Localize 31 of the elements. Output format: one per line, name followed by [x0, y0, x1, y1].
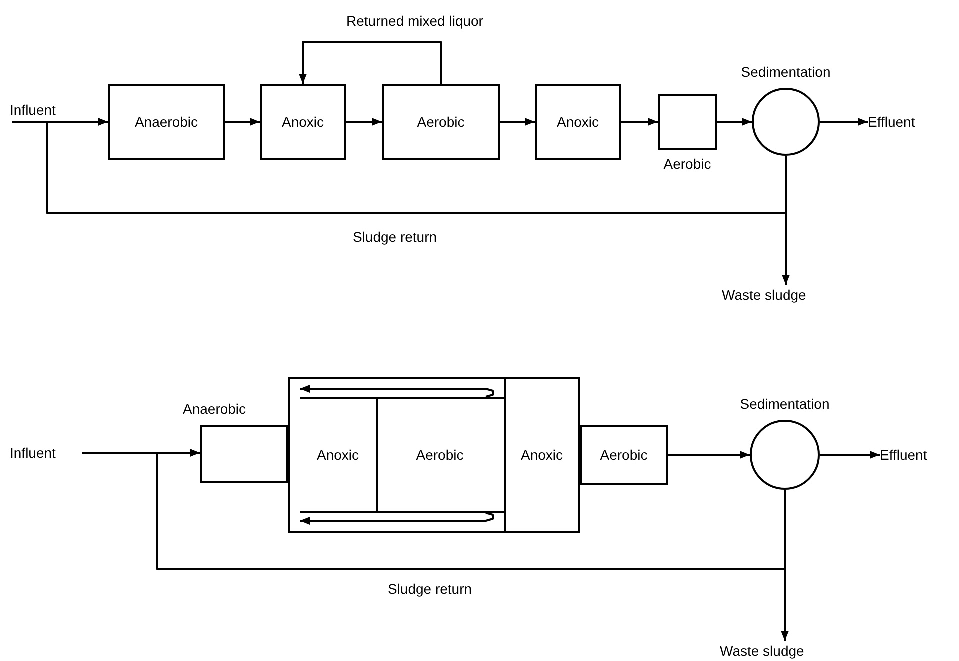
tank-label: Sedimentation	[740, 396, 830, 412]
stream-label: Effluent	[880, 445, 959, 465]
tank-label: Anaerobic	[183, 401, 246, 417]
tank-box: Aerobic	[382, 84, 500, 160]
flow-arrow	[299, 41, 442, 84]
flow-arrow	[225, 118, 260, 126]
flow-arrow	[156, 449, 786, 570]
flow-arrow	[300, 512, 494, 525]
tank-box: Anoxic	[535, 84, 621, 160]
flow-arrow	[717, 118, 752, 126]
tank-label: Aerobic	[664, 156, 712, 172]
flow-arrow	[668, 451, 750, 459]
stream-label: Waste sludge	[720, 641, 850, 661]
stream-label: Effluent	[868, 112, 948, 132]
flow-arrow	[820, 118, 868, 126]
stream-label: Influent	[10, 100, 82, 122]
flow-arrow	[621, 118, 658, 126]
zone-label: Aerobic	[416, 447, 464, 463]
flow-arrow	[346, 118, 382, 126]
flow-arrow	[46, 118, 787, 214]
flow-arrow	[500, 118, 535, 126]
tank-box: Aerobic	[580, 425, 668, 485]
tank-box: Anoxic	[260, 84, 346, 160]
flow-arrow	[820, 451, 880, 459]
tank-label: Sedimentation	[741, 64, 831, 80]
flow-arrow	[300, 385, 494, 398]
zone-label: Anoxic	[520, 447, 564, 463]
stream-label: Waste sludge	[722, 285, 852, 307]
tank-box: Anaerobic	[108, 84, 225, 160]
stream-label: Influent	[10, 443, 82, 463]
zone-label: Anoxic	[316, 447, 360, 463]
